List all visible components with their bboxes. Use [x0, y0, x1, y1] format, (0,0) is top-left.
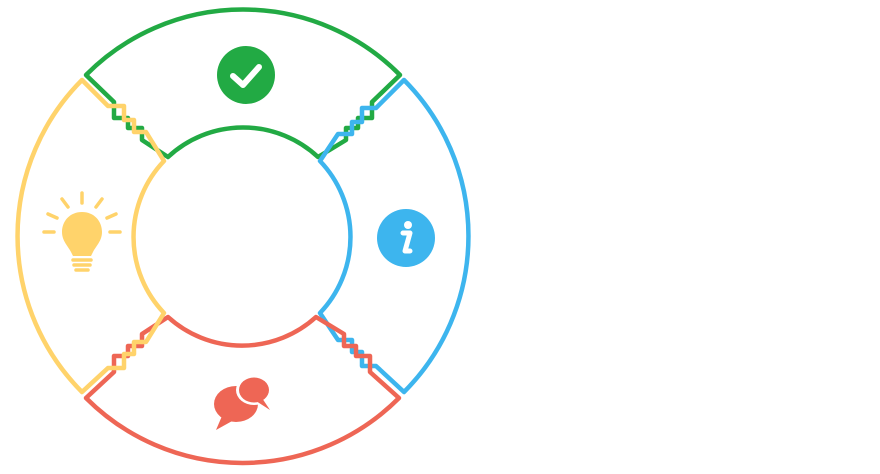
segment-bottom-outline — [83, 314, 402, 466]
speech-bubbles-icon — [214, 375, 272, 430]
segment-top — [83, 7, 403, 160]
info-circle-icon — [377, 209, 435, 267]
segment-right — [317, 77, 471, 395]
segment-left — [15, 77, 167, 395]
segment-bottom — [83, 314, 402, 466]
segment-left-outline — [15, 77, 167, 395]
segment-right-outline — [317, 77, 471, 395]
segment-top-outline — [83, 7, 403, 160]
lightbulb-icon — [42, 191, 122, 272]
checkmark-circle-icon — [217, 46, 275, 104]
